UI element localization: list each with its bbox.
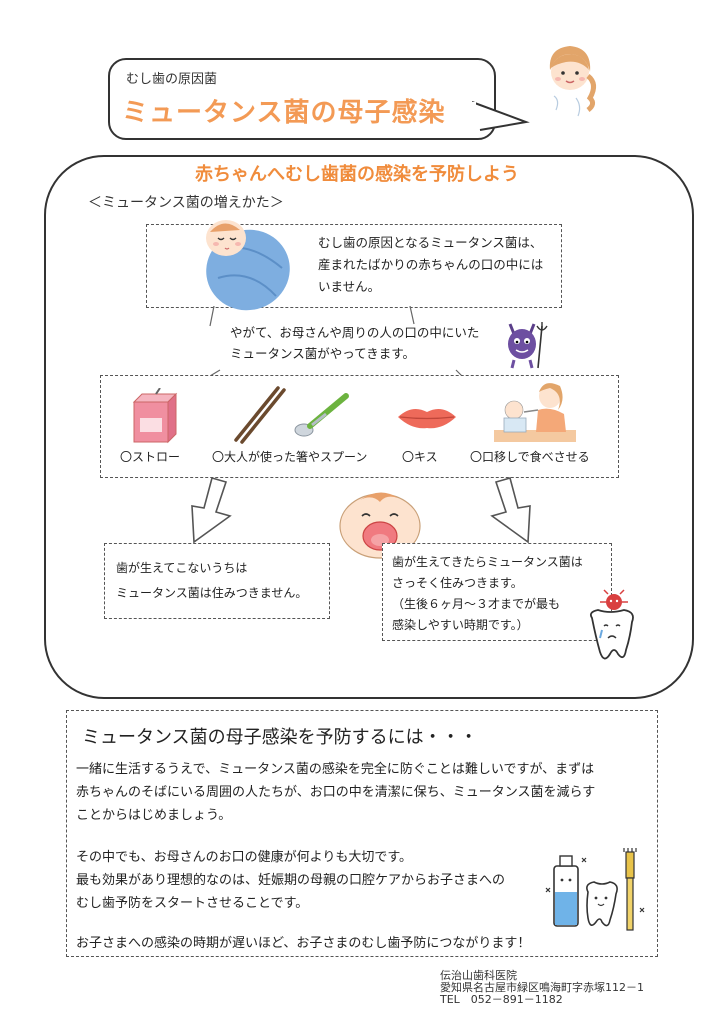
toothpaste-tooth-brush-icon (545, 848, 645, 931)
intro-line: むし歯の原因となるミュータンス菌は、 (318, 235, 543, 250)
intro-line: 産まれたばかりの赤ちゃんの口の中には (318, 257, 544, 272)
paragraph-line: 一緒に生活するうえで、ミュータンス菌の感染を完全に防ぐことは難しいですが、まずは (76, 762, 595, 777)
clinic-name: 伝治山歯科医院 (440, 969, 517, 982)
teeth-erupted-line: さっそく住みつきます。 (392, 576, 523, 590)
no-teeth-box (104, 543, 330, 619)
section-heading: 赤ちゃんへむし歯菌の感染を予防しよう (195, 164, 519, 185)
girl-illustration-icon (549, 46, 596, 117)
arrow-down-left-icon (191, 477, 232, 544)
speech-bubble-tail (470, 101, 530, 131)
clinic-address: 愛知県名古屋市緑区鳴海町字赤塚112－1 (440, 981, 644, 994)
intro-text: むし歯の原因となるミュータンス菌は、 産まれたばかりの赤ちゃんの口の中には いま… (318, 232, 554, 298)
no-teeth-line: ミュータンス菌は住みつきません。 (116, 586, 308, 600)
teeth-erupted-box (382, 543, 612, 641)
page-title: ミュータンス菌の母子感染 (122, 98, 446, 128)
paragraph-line: むし歯予防をスタートさせることです。 (76, 896, 309, 911)
teeth-erupted-text: 歯が生えてきたらミュータンス菌は さっそく住みつきます。 （生後６ヶ月～３才まで… (392, 552, 583, 636)
no-teeth-line: 歯が生えてこないうちは (116, 561, 248, 575)
prevention-paragraph-1: 一緒に生活するうえで、ミュータンス菌の感染を完全に防ぐことは難しいですが、まずは… (76, 758, 636, 827)
paragraph-line: 最も効果があり理想的なのは、妊娠期の母親の口腔ケアからお子さまへの (76, 873, 506, 888)
arrow-down-right-icon (490, 477, 531, 544)
connector-lines (209, 306, 463, 377)
title-speech-bubble (108, 58, 496, 140)
paragraph-line: その中でも、お母さんのお口の健康が何よりも大切です。 (76, 850, 413, 865)
swaddled-baby-icon (206, 220, 290, 311)
clinic-phone: TEL 052－891－1182 (440, 993, 563, 1006)
prevention-paragraph-2: その中でも、お母さんのお口の健康が何よりも大切です。 最も効果があり理想的なのは… (76, 846, 546, 915)
mother-feeding-baby-icon (494, 383, 576, 442)
infection-routes-box (100, 375, 619, 478)
route-label-mouth-feeding: 〇口移しで食べさせる (470, 450, 590, 464)
clinic-footer: 伝治山歯科医院 愛知県名古屋市緑区鳴海町字赤塚112－1 TEL 052－891… (440, 970, 644, 1006)
prevention-conclusion: お子さまへの感染の時期が遅いほど、お子さまのむし歯予防につながります！ (76, 936, 531, 951)
prevention-title: ミュータンス菌の母子感染を予防するには・・・ (82, 727, 478, 748)
middle-line: やがて、お母さんや周りの人の口の中にいた (230, 325, 480, 340)
lips-icon (398, 408, 456, 429)
no-teeth-text: 歯が生えてこないうちは ミュータンス菌は住みつきません。 (116, 556, 307, 606)
crying-tooth-icon (589, 589, 634, 660)
devil-bacteria-icon (508, 322, 548, 369)
teeth-erupted-line: （生後６ヶ月～３才までが最も (392, 597, 561, 611)
middle-text: やがて、お母さんや周りの人の口の中にいた ミュータンス菌がやってきます。 (230, 322, 500, 364)
teeth-erupted-line: 歯が生えてきたらミュータンス菌は (392, 555, 583, 569)
flow-subheading: ＜ミュータンス菌の増えかた＞ (88, 195, 284, 211)
route-label-kiss: 〇キス (402, 450, 438, 464)
route-label-straw: 〇ストロー (120, 450, 181, 464)
teeth-erupted-line: 感染しやすい時期です。） (392, 618, 529, 632)
middle-line: ミュータンス菌がやってきます。 (230, 346, 416, 361)
intro-line: いません。 (318, 279, 381, 294)
chopsticks-spoon-icon (234, 386, 349, 444)
paragraph-line: 赤ちゃんのそばにいる周囲の人たちが、お口の中を清潔に保ち、ミュータンス菌を減らす (76, 785, 596, 800)
header-subtitle: むし歯の原因菌 (126, 72, 218, 87)
juice-box-icon (132, 388, 178, 444)
route-label-utensils: 〇大人が使った箸やスプーン (212, 450, 368, 464)
paragraph-line: ことからはじめましょう。 (76, 808, 232, 823)
